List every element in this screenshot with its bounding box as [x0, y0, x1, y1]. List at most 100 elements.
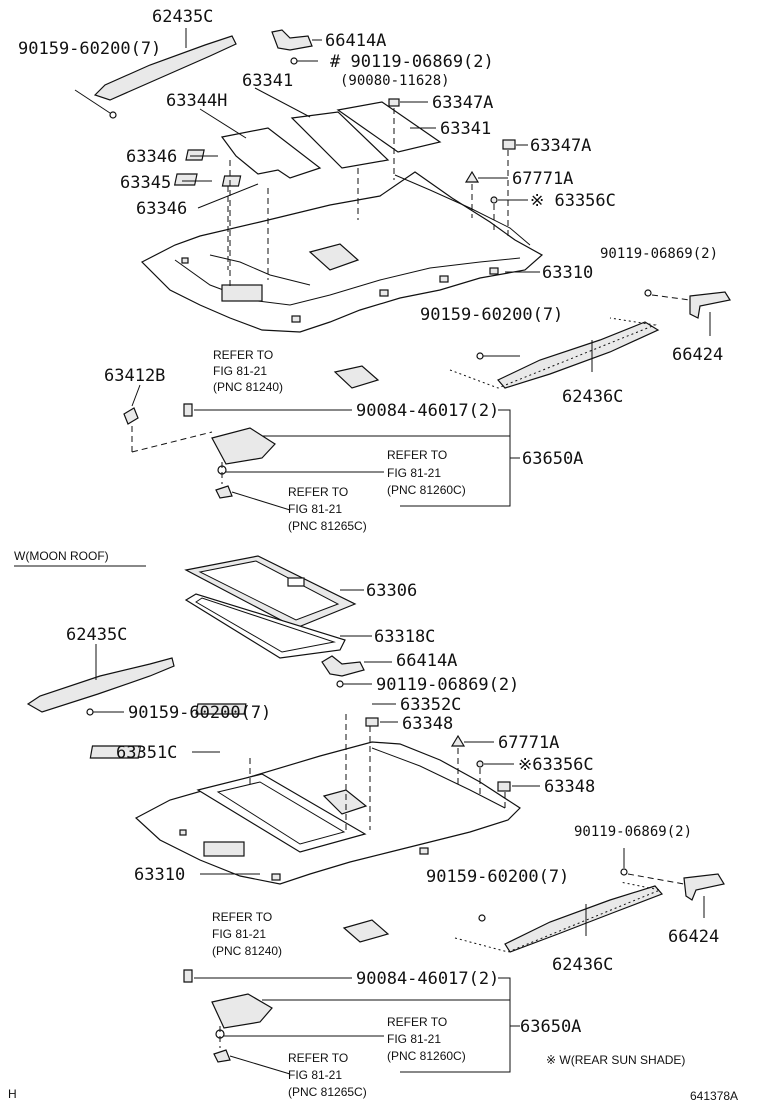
- pad-63341-a[interactable]: [290, 111, 390, 169]
- assist-grip-rail-62436C-b[interactable]: [504, 885, 664, 953]
- label-63341-a: 63341: [242, 71, 293, 91]
- label-63348-b: 63348: [544, 777, 595, 797]
- note-rear-sun-shade: ※ W(REAR SUN SHADE): [546, 1053, 685, 1067]
- label-refer1-a-b: REFER TO: [212, 910, 272, 924]
- label-90084-b: 90084-46017(2): [356, 969, 499, 989]
- label-refer1-c: (PNC 81240): [213, 380, 283, 394]
- pad-63352C[interactable]: [195, 703, 247, 715]
- label-63650A: 63650A: [522, 449, 583, 469]
- screw-icon: [478, 914, 486, 922]
- label-62436C-b: 62436C: [552, 955, 613, 975]
- screw-icon: [86, 708, 94, 716]
- pad-63346-a[interactable]: [185, 149, 205, 161]
- label-90159-a-b: 90159-60200(7): [128, 703, 271, 723]
- label-63306: 63306: [366, 581, 417, 601]
- assist-grip-rail-62435C-b[interactable]: [26, 657, 175, 713]
- label-refer3-a: REFER TO: [288, 485, 348, 499]
- bracket-66424[interactable]: [689, 291, 731, 319]
- label-90119-b-b: 90119-06869(2): [574, 824, 692, 840]
- label-63345: 63345: [120, 173, 171, 193]
- cover-81265C-b[interactable]: [213, 1049, 231, 1063]
- pad-63346-b[interactable]: [221, 175, 242, 187]
- top-section: 62435C 90159-60200(7) 66414A # 90119-068…: [18, 7, 731, 533]
- screw-icon: [620, 868, 628, 876]
- console-63650A-b[interactable]: [211, 993, 273, 1029]
- label-63348-a: 63348: [402, 714, 453, 734]
- screw-90084-b[interactable]: [183, 969, 193, 983]
- label-63352C: 63352C: [400, 695, 461, 715]
- lamp-cutout: [221, 284, 263, 302]
- label-refer1-b: FIG 81-21: [213, 364, 267, 378]
- label-62435C-b: 62435C: [66, 625, 127, 645]
- pad-63348-b[interactable]: [497, 781, 511, 792]
- label-66414A: 66414A: [325, 31, 386, 51]
- label-66414A-b: 66414A: [396, 651, 457, 671]
- bracket-66414A-b[interactable]: [321, 655, 365, 677]
- clip-63347A-a[interactable]: [388, 98, 400, 107]
- clip-67771A[interactable]: [464, 170, 480, 183]
- bracket-63412B[interactable]: [123, 407, 139, 425]
- label-62435C: 62435C: [152, 7, 213, 27]
- cover-81265C[interactable]: [215, 485, 233, 499]
- label-refer1-a: REFER TO: [213, 348, 273, 362]
- label-refer2-c-b: (PNC 81260C): [387, 1049, 466, 1063]
- pad-63345[interactable]: [173, 173, 198, 186]
- screw-icon: [644, 289, 652, 297]
- label-63310: 63310: [542, 263, 593, 283]
- lamp-81240[interactable]: [333, 365, 380, 389]
- clip-63356C-b[interactable]: [476, 760, 484, 768]
- label-refer2-a: REFER TO: [387, 448, 447, 462]
- label-63318C: 63318C: [374, 627, 435, 647]
- label-refer3-b-b: FIG 81-21: [288, 1068, 342, 1082]
- label-refer2-c: (PNC 81260C): [387, 483, 466, 497]
- pad-63351C[interactable]: [89, 745, 142, 759]
- label-63310-b: 63310: [134, 865, 185, 885]
- label-refer3-c: (PNC 81265C): [288, 519, 367, 533]
- dome-cutout: [308, 243, 360, 271]
- label-90119-a-b: 90119-06869(2): [376, 675, 519, 695]
- bracket-66424-b[interactable]: [683, 873, 725, 901]
- screw-icon: [476, 352, 484, 360]
- label-90159-a: 90159-60200(7): [18, 39, 161, 59]
- label-90080: (90080-11628): [340, 73, 450, 89]
- label-66424: 66424: [672, 345, 723, 365]
- clip-63356C[interactable]: [490, 196, 498, 204]
- label-refer1-c-b: (PNC 81240): [212, 944, 282, 958]
- label-refer2-b-b: FIG 81-21: [387, 1032, 441, 1046]
- clip-63347A-b[interactable]: [502, 139, 516, 150]
- clip-67771A-b[interactable]: [450, 734, 466, 747]
- label-63351C: 63351C: [116, 743, 177, 763]
- label-refer2-b: FIG 81-21: [387, 466, 441, 480]
- footer-right: 641378A: [690, 1089, 738, 1103]
- label-refer3-a-b: REFER TO: [288, 1051, 348, 1065]
- console-63650A[interactable]: [211, 427, 276, 465]
- label-90159-b: 90159-60200(7): [420, 305, 563, 325]
- label-63347A-b: 63347A: [530, 136, 591, 156]
- label-63412B: 63412B: [104, 366, 165, 386]
- screw-icon: [336, 680, 344, 688]
- lamp-81240-b[interactable]: [342, 919, 390, 943]
- label-63341-b: 63341: [440, 119, 491, 139]
- label-62436C: 62436C: [562, 387, 623, 407]
- label-63344H: 63344H: [166, 91, 227, 111]
- label-66424-b: 66424: [668, 927, 719, 947]
- label-refer2-a-b: REFER TO: [387, 1015, 447, 1029]
- screw-icon: [290, 57, 298, 65]
- assist-grip-rail-62436C[interactable]: [497, 321, 660, 389]
- pad-63341-b[interactable]: [336, 101, 442, 153]
- screw-icon: [109, 111, 117, 119]
- label-63346-b: 63346: [136, 199, 187, 219]
- pad-63344H[interactable]: [220, 127, 322, 179]
- assist-grip-rail-62435C[interactable]: [93, 35, 237, 101]
- bracket-66414A[interactable]: [271, 29, 313, 51]
- pad-63348-a[interactable]: [365, 717, 379, 727]
- label-refer3-c-b: (PNC 81265C): [288, 1085, 367, 1099]
- label-refer1-b-b: FIG 81-21: [212, 927, 266, 941]
- label-63346-a: 63346: [126, 147, 177, 167]
- label-67771A: 67771A: [512, 169, 573, 189]
- footer-left: H: [8, 1087, 17, 1101]
- label-90119-b: 90119-06869(2): [600, 246, 718, 262]
- screw-90084[interactable]: [183, 403, 193, 417]
- label-63356C-b: ※63356C: [518, 755, 594, 775]
